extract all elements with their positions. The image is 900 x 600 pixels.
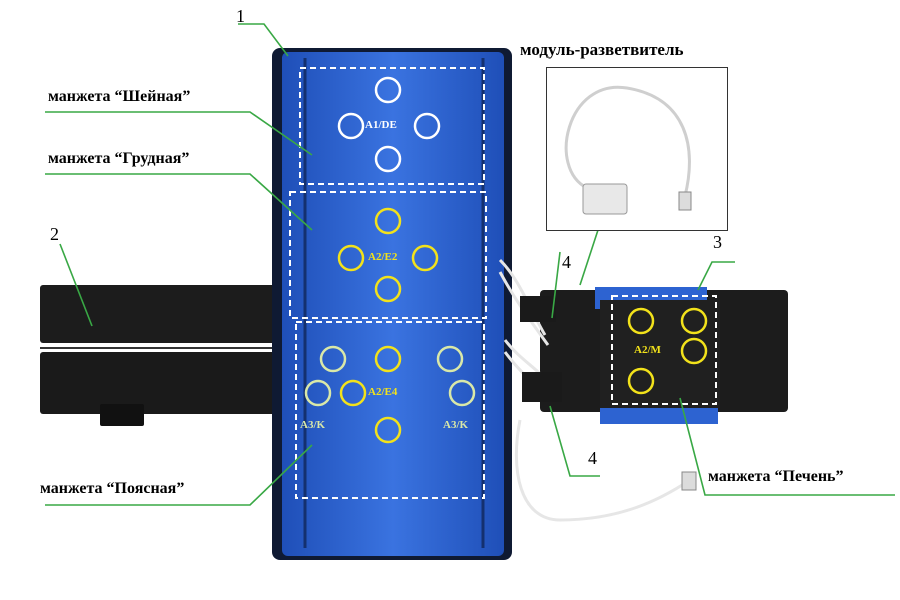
zone-circle xyxy=(448,379,476,407)
tube-plug xyxy=(681,471,697,491)
main-cuff-fabric xyxy=(282,52,504,556)
zone-circle xyxy=(374,416,402,444)
splitter-module-image xyxy=(564,85,692,215)
cuff-chest-label: манжета “Грудная” xyxy=(48,150,190,167)
zone-label-a2-m: A2/M xyxy=(634,344,661,356)
leader-chest xyxy=(45,173,313,231)
zone-label-a3-k-left: A3/K xyxy=(300,419,326,431)
zone-circle xyxy=(304,379,332,407)
waist-section-outline xyxy=(295,321,485,499)
main-cuff xyxy=(272,48,512,560)
liver-zone-circles xyxy=(627,307,708,395)
zone-circle xyxy=(411,244,439,272)
upper-strap xyxy=(40,285,290,343)
leader-lines xyxy=(45,23,895,506)
neck-zone-circles xyxy=(337,76,441,173)
leader-3 xyxy=(697,261,735,291)
callout-number-1: 1 xyxy=(236,6,245,26)
strap-buckle xyxy=(100,404,144,426)
zone-circle xyxy=(413,112,441,140)
tube-hub xyxy=(520,296,562,402)
zone-circle xyxy=(627,307,655,335)
hub-lower xyxy=(522,372,562,402)
neck-section-outline xyxy=(299,67,485,185)
zone-circle xyxy=(374,275,402,303)
module-body xyxy=(582,183,628,215)
liver-cuff-panel xyxy=(600,300,720,408)
leader-module xyxy=(579,229,599,286)
chest-section-outline xyxy=(289,191,487,319)
splitter-module-inset xyxy=(546,67,728,231)
splitter-module-label: модуль-разветвитель xyxy=(520,40,684,59)
zone-circle xyxy=(436,345,464,373)
callout-number-4-bottom: 4 xyxy=(588,448,597,468)
chest-zone-circles xyxy=(337,207,439,303)
leader-4-top xyxy=(551,251,561,319)
zone-circle xyxy=(319,345,347,373)
cuff-waist-label: манжета “Поясная” xyxy=(40,480,185,497)
zone-circle xyxy=(337,244,365,272)
leader-1 xyxy=(238,23,289,57)
zone-circle xyxy=(337,112,365,140)
callout-number-4-top: 4 xyxy=(562,252,571,272)
lower-strap xyxy=(40,352,280,414)
waist-zone-circles xyxy=(304,345,476,444)
hub-upper xyxy=(520,296,556,322)
module-cable xyxy=(564,85,691,197)
cuff-liver-label: манжета “Печень” xyxy=(708,468,844,485)
zone-circle xyxy=(374,345,402,373)
callout-number-2: 2 xyxy=(50,224,59,244)
leader-2 xyxy=(59,243,93,327)
leader-liver xyxy=(679,397,895,496)
zone-circle xyxy=(374,145,402,173)
zone-label-a1-de: A1/DE xyxy=(365,119,397,131)
module-plug xyxy=(678,191,692,211)
right-belt xyxy=(540,287,788,424)
liver-section-outline xyxy=(611,295,717,405)
zone-label-a2-e4: A2/E4 xyxy=(368,386,398,398)
leader-waist xyxy=(45,444,313,506)
zone-circle xyxy=(374,76,402,104)
zone-circle xyxy=(680,337,708,365)
zone-label-a2-e2: A2/E2 xyxy=(368,251,398,263)
zone-circle xyxy=(627,367,655,395)
section-outlines xyxy=(289,67,717,499)
leader-4-bottom xyxy=(549,405,600,477)
cuff-neck-label: манжета “Шейная” xyxy=(48,88,191,105)
callout-number-3: 3 xyxy=(713,232,722,252)
left-straps xyxy=(40,285,290,426)
zone-circle xyxy=(374,207,402,235)
zone-label-a3-k-right: A3/K xyxy=(443,419,469,431)
zone-circle xyxy=(339,379,367,407)
zone-circle xyxy=(680,307,708,335)
leader-neck xyxy=(45,111,313,156)
